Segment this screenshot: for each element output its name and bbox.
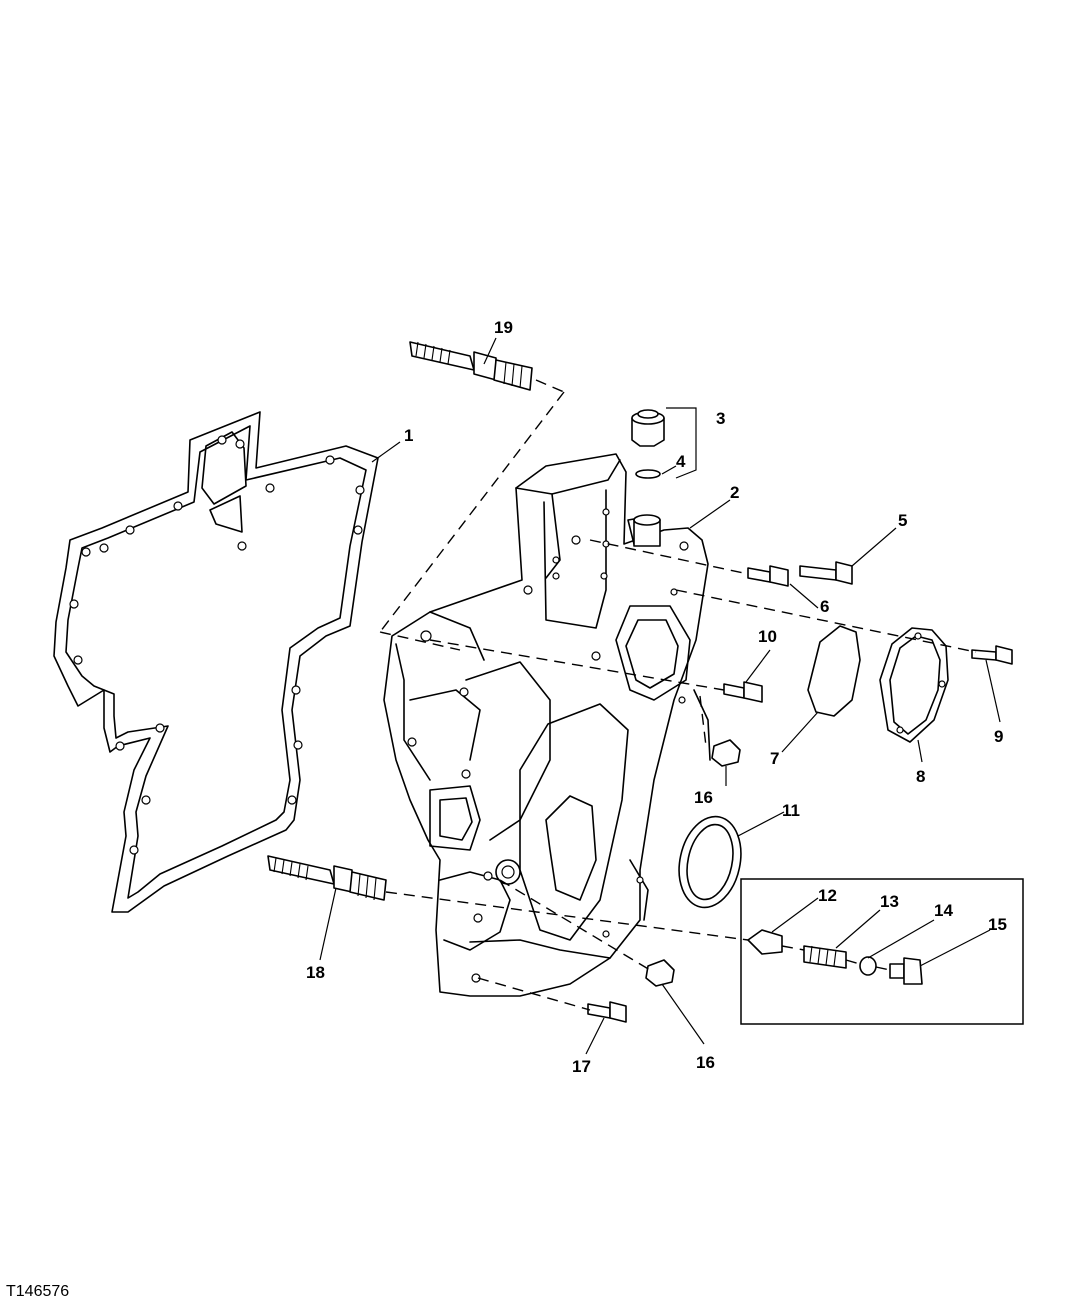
crank-seal-part-11 (678, 815, 742, 909)
callout-labels: 1 2 3 4 5 6 7 8 9 10 11 12 13 14 15 16 1… (306, 318, 1007, 1076)
callout-4: 4 (676, 452, 686, 471)
callout-13: 13 (880, 892, 899, 911)
nut-part-16-upper (711, 739, 741, 767)
callout-5: 5 (898, 511, 907, 530)
callout-16-upper: 16 (694, 788, 713, 807)
callout-8: 8 (916, 767, 925, 786)
callout-3: 3 (716, 409, 725, 428)
o-ring-part-4 (635, 469, 661, 479)
nut-part-16-lower (645, 959, 675, 987)
callout-7: 7 (770, 749, 779, 768)
fill-cap-part-3 (631, 409, 665, 447)
callout-14: 14 (934, 901, 953, 920)
fill-neck-top (633, 514, 661, 526)
plug-part-15 (889, 957, 923, 985)
cap-screw-part-10 (723, 681, 763, 703)
spring-part-13 (803, 945, 847, 969)
alignment-line (535, 379, 565, 393)
leader-lines (319, 337, 1001, 1055)
callout-15: 15 (988, 915, 1007, 934)
timing-gear-cover-part-2 (383, 453, 711, 997)
callout-11: 11 (782, 801, 800, 820)
cap-screw-part-9 (971, 645, 1013, 665)
seal-part-7 (807, 625, 861, 717)
callout-2: 2 (730, 483, 739, 502)
figure-id: T146576 (6, 1283, 69, 1300)
callout-10: 10 (758, 627, 777, 646)
callout-16-lower: 16 (696, 1053, 715, 1072)
callout-18: 18 (306, 963, 325, 982)
callout-12: 12 (818, 886, 837, 905)
callout-19: 19 (494, 318, 513, 337)
cap-screw-part-17 (587, 1001, 627, 1023)
cap-screw-part-6 (747, 565, 789, 587)
access-cover-part-8 (879, 627, 949, 743)
callout-6: 6 (820, 597, 829, 616)
assembly-lines (379, 391, 977, 1011)
callout-9: 9 (994, 727, 1003, 746)
gasket-part-1 (53, 411, 379, 913)
stud-part-18 (267, 855, 387, 901)
callout-1: 1 (404, 426, 413, 445)
stud-part-19 (409, 341, 533, 391)
detail-inset-box (740, 878, 1024, 1025)
washer-part-14 (859, 956, 877, 976)
callout-17: 17 (572, 1057, 591, 1076)
plunger-part-12 (747, 929, 783, 955)
cap-screw-part-5 (799, 561, 853, 585)
